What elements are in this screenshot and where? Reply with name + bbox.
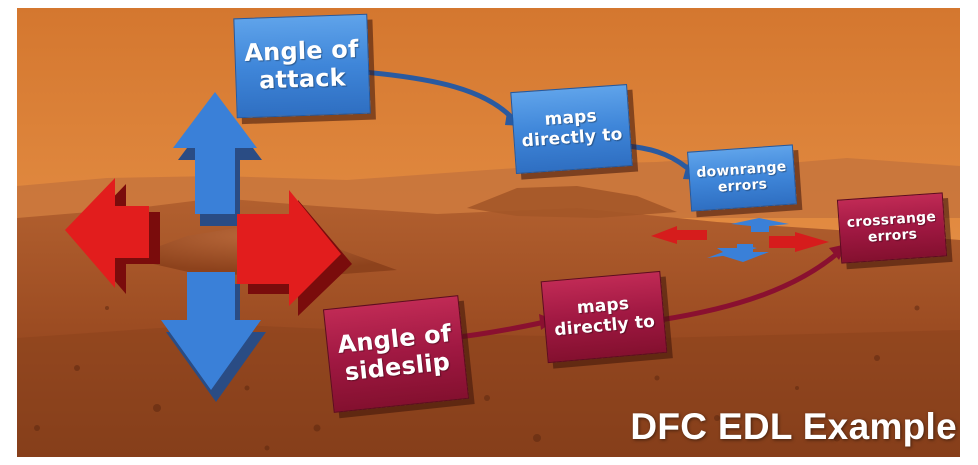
- crossrange-errors-box: crossrange errors: [836, 192, 948, 264]
- maps-directly-to-box-2: maps directly to: [540, 270, 668, 364]
- downrange-errors-box: downrange errors: [687, 144, 797, 212]
- left-arrow-icon: [65, 178, 160, 294]
- up-arrow-icon: [173, 92, 262, 226]
- mars-scene: Angle of attack maps directly to downran…: [17, 8, 960, 457]
- down-arrow-icon: [161, 272, 266, 402]
- connector-arrow-blue-1: [349, 68, 517, 123]
- right-arrow-icon: [237, 190, 352, 316]
- connector-arrow-red-2: [657, 249, 842, 323]
- small-direction-arrows-icon: [651, 218, 829, 262]
- angle-of-attack-box: Angle of attack: [233, 13, 371, 119]
- caption-title: DFC EDL Example: [630, 406, 957, 447]
- angle-of-sideslip-box: Angle of sideslip: [322, 295, 470, 413]
- maps-directly-to-box-1: maps directly to: [510, 84, 633, 174]
- mars-landscape-background: [17, 8, 960, 457]
